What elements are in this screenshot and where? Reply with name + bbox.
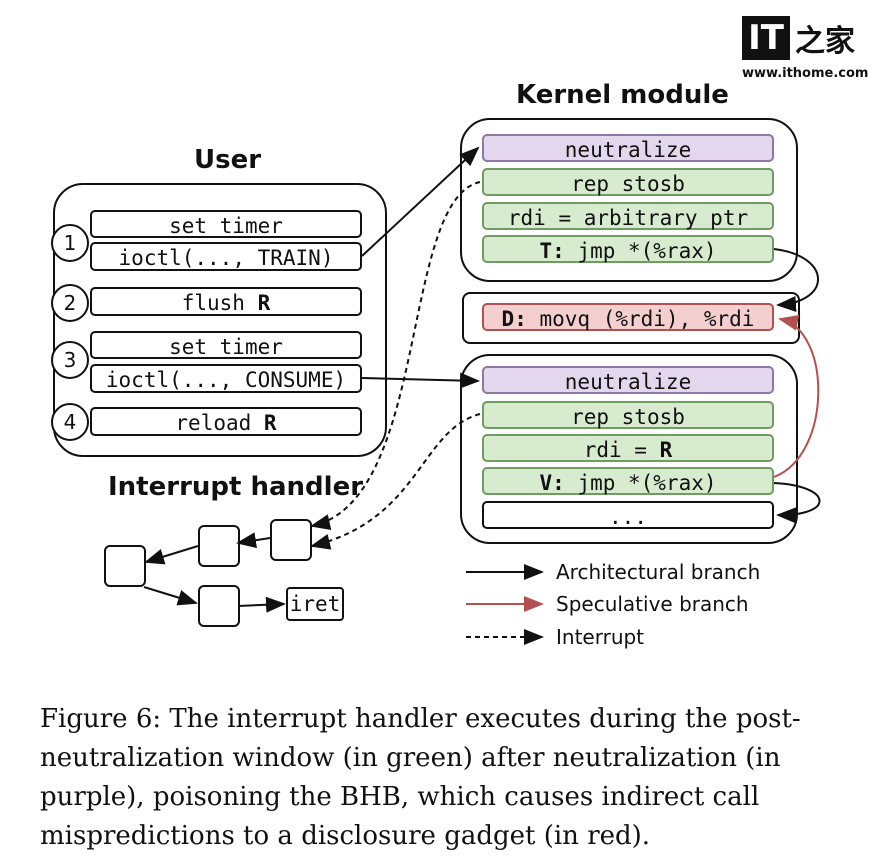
arrow-handler-2 [144,545,199,565]
figure-caption: Figure 6: The interrupt handler executes… [40,704,801,851]
legend-speculative-label: Speculative branch [556,592,749,616]
step-number-3: 3 [51,341,89,379]
disclosure-gadget: D: movq (%rdi), %rdi [482,303,774,331]
arrow-handler-4 [237,596,286,613]
logo-chinese: 之家 [795,24,855,59]
user-title: User [194,145,262,175]
user-step1-set-timer: set timer [90,210,362,238]
arrow-handler-1 [236,532,271,549]
kernel-lower-rep-stosb: rep stosb [482,401,774,429]
handler-block-bottom-mid [198,585,240,627]
arrow-train-to-kernel [361,146,480,257]
arrow-v-to-ellipsis [773,482,821,524]
step-number-4: 4 [51,403,89,441]
kernel-module-title: Kernel module [516,80,729,110]
kernel-upper-neutralize: neutralize [482,134,774,162]
kernel-lower-ellipsis: ... [482,501,774,529]
kernel-lower-rdi-assign: rdi = R [482,434,774,462]
user-step4-reload: reload R [90,407,362,436]
arrow-t-to-d [773,248,819,312]
legend-interrupt-label: Interrupt [556,625,645,649]
user-step1-ioctl-train: ioctl(..., TRAIN) [90,242,362,271]
arrow-handler-3 [143,586,198,606]
logo-mark: IT [742,16,790,60]
user-step3-ioctl-consume: ioctl(..., CONSUME) [90,364,362,393]
handler-block-top-mid [198,525,240,567]
kernel-upper-jump: T: jmp *(%rax) [482,235,774,263]
arrow-consume-to-kernel [361,372,480,389]
handler-block-left [104,545,146,587]
interrupt-handler-title: Interrupt handler [108,472,364,502]
arrow-interrupt-upper [310,181,481,530]
arrow-speculative-v-to-d [773,314,820,478]
handler-iret: iret [286,587,344,621]
step-number-1: 1 [51,224,89,262]
kernel-upper-rdi-assign: rdi = arbitrary ptr [482,202,774,230]
arrow-interrupt-lower [310,413,481,550]
kernel-lower-jump: V: jmp *(%rax) [482,467,774,495]
kernel-lower-neutralize: neutralize [482,366,774,394]
user-step2-flush: flush R [90,287,362,316]
step-number-2: 2 [51,284,89,322]
logo-url: www.ithome.com [742,66,869,81]
user-step3-set-timer: set timer [90,331,362,359]
legend-architectural-label: Architectural branch [556,560,761,584]
kernel-upper-rep-stosb: rep stosb [482,168,774,196]
